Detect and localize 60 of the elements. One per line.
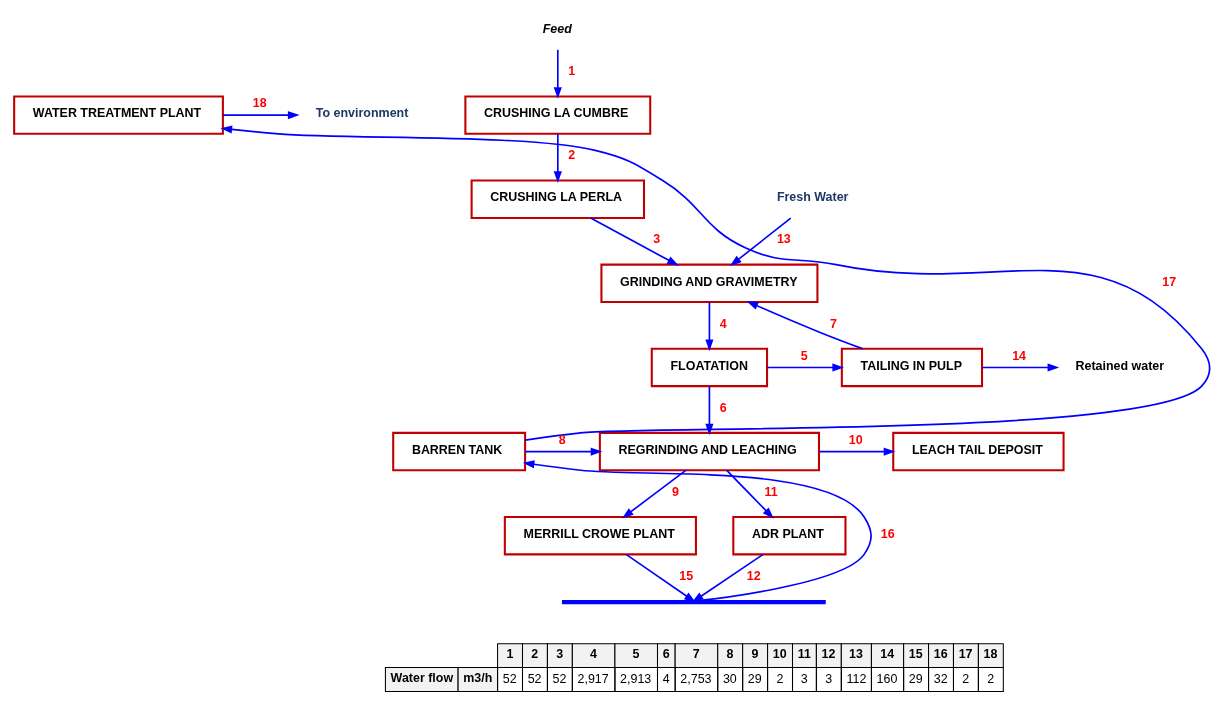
label: 52 <box>552 671 566 686</box>
label: 4 <box>589 646 597 661</box>
edge-label: 4 <box>719 316 727 331</box>
label: 2 <box>986 671 994 686</box>
edge-label: 10 <box>848 432 863 447</box>
edge-label: 1 <box>567 64 575 79</box>
label: 2 <box>530 646 538 661</box>
label: 9 <box>750 646 758 661</box>
label: 29 <box>747 671 762 686</box>
label: m3/h <box>462 670 492 685</box>
node-text: Fresh Water <box>776 190 848 205</box>
edge-label: 14 <box>1011 348 1026 363</box>
label: 17 <box>958 646 973 661</box>
label: 10 <box>772 646 787 661</box>
edge-label: 3 <box>652 232 660 247</box>
edge-label: 6 <box>719 400 727 415</box>
label: 8 <box>726 646 733 661</box>
edge-label: 5 <box>800 348 808 363</box>
edge-label: 17 <box>1161 274 1176 289</box>
label: 14 <box>879 646 894 661</box>
edge-label: 9 <box>671 484 679 499</box>
edge-label: 12 <box>746 568 761 583</box>
label: 29 <box>908 671 923 686</box>
edge-label: 18 <box>252 96 267 111</box>
label: 52 <box>527 671 542 686</box>
edge-label: 13 <box>776 232 791 247</box>
label: 15 <box>908 646 923 661</box>
edge-label: 16 <box>880 526 895 541</box>
label: 2,917 <box>577 671 609 686</box>
node-text: To environment <box>315 106 408 121</box>
label: Water flow <box>390 670 453 685</box>
label: 12 <box>821 646 835 661</box>
label: 3 <box>555 646 563 661</box>
edge-label: 7 <box>829 316 837 331</box>
label: 30 <box>722 671 737 686</box>
label: 5 <box>632 646 640 661</box>
label: 3 <box>800 671 808 686</box>
label: 1 <box>505 646 513 661</box>
edge-label: 15 <box>678 568 693 583</box>
node-text: Retained water <box>1075 358 1164 373</box>
edge-label: 2 <box>567 148 575 163</box>
label: 16 <box>933 646 948 661</box>
node-text: Feed <box>542 22 572 37</box>
edge-label: 11 <box>763 484 778 499</box>
label: 7 <box>692 646 700 661</box>
label: 11 <box>797 646 811 661</box>
label: 6 <box>662 646 670 661</box>
label: 2 <box>961 671 969 686</box>
label: 112 <box>846 671 866 686</box>
label: 4 <box>662 671 670 686</box>
label: 3 <box>824 671 832 686</box>
label: 32 <box>933 671 948 686</box>
label: 2 <box>775 671 783 686</box>
label: 13 <box>848 646 863 661</box>
edge-label: 8 <box>558 432 566 447</box>
label: 2,753 <box>679 671 712 686</box>
label: 2,913 <box>619 671 651 686</box>
label: 52 <box>502 671 517 686</box>
label: 160 <box>876 671 897 686</box>
label: 18 <box>983 646 997 661</box>
